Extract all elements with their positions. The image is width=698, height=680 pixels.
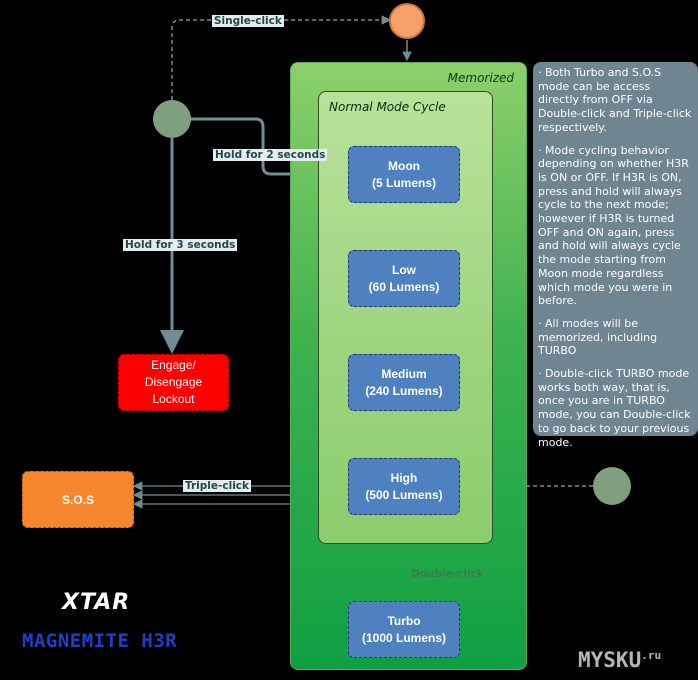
mode-lumens: (500 Lumens) [365, 487, 443, 502]
sos-state: S.O.S [22, 471, 134, 528]
lockout-line: Disengage [144, 375, 203, 389]
edge-label-hold-2: Hold for 2 seconds [213, 149, 328, 161]
lockout-state: Engage/ Disengage Lockout [118, 354, 229, 411]
mode-name: Low [392, 262, 416, 277]
note-item: · Double-click TURBO mode works both way… [538, 367, 691, 449]
sos-label: S.O.S [61, 492, 94, 507]
mode-turbo: Turbo (1000 Lumens) [348, 601, 460, 658]
lockout-line: Engage/ [151, 358, 196, 372]
xtar-logo: XTAR [62, 590, 131, 615]
watermark-text: MYSKU [578, 648, 642, 672]
off-node-right [593, 467, 631, 505]
note-item: · Mode cycling behavior depending on whe… [538, 143, 689, 308]
model-name: MAGNEMITE H3R [22, 630, 178, 652]
off-node [153, 100, 191, 138]
mode-lumens: (1000 Lumens) [361, 630, 447, 645]
edge-label-triple-click: Triple-click [183, 480, 252, 492]
mode-lumens: (5 Lumens) [371, 175, 436, 190]
mode-name: Medium [381, 366, 427, 381]
lockout-line: Lockout [152, 392, 195, 406]
edge-label-hold-3: Hold for 3 seconds [123, 239, 238, 251]
watermark-suffix: .ru [641, 649, 662, 662]
cycle-title: Normal Mode Cycle [329, 100, 446, 114]
notes-panel: · Both Turbo and S.O.S mode can be acces… [533, 62, 698, 449]
mode-name: Moon [388, 158, 420, 173]
edge-label-single-click: Single-click [212, 15, 284, 27]
memorized-title: Memorized [447, 71, 514, 85]
mode-name: Turbo [387, 613, 421, 628]
mode-lumens: (60 Lumens) [368, 279, 440, 294]
note-item: · All modes will be memorized, including… [538, 316, 658, 358]
mode-name: High [390, 470, 418, 485]
mode-lumens: (240 Lumens) [365, 383, 443, 398]
mode-low: Low (60 Lumens) [348, 250, 460, 307]
start-node [389, 3, 425, 39]
mode-medium: Medium (240 Lumens) [348, 354, 460, 411]
edge-label-double-click: Double-click [411, 568, 484, 580]
watermark: MYSKU.ru [578, 648, 661, 672]
mode-high: High (500 Lumens) [348, 458, 460, 515]
mode-moon: Moon (5 Lumens) [348, 146, 460, 203]
note-item: · Both Turbo and S.O.S mode can be acces… [538, 66, 692, 134]
